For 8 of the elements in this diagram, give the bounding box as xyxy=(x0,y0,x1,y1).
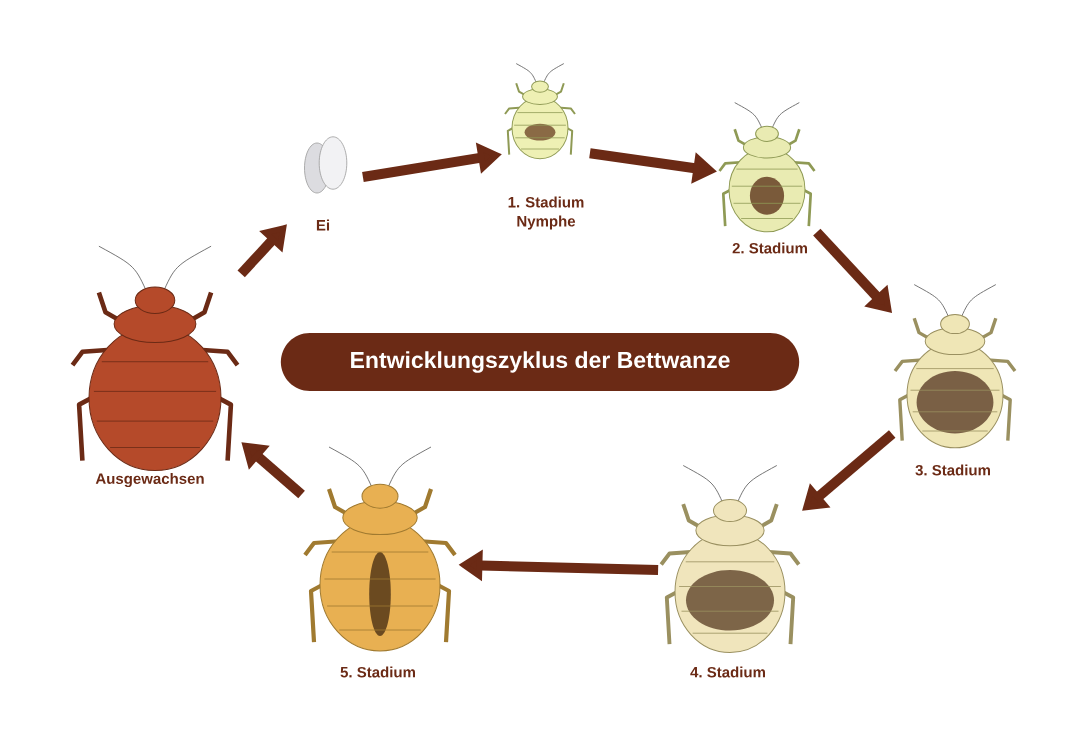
stage-label: 1. Stadium Nymphe xyxy=(508,196,584,230)
stage-label: Ei xyxy=(316,219,330,231)
stage-label: Ausgewachsen xyxy=(95,473,204,488)
stage-label: 5. Stadium xyxy=(340,666,415,678)
stage-label: 2. Stadium xyxy=(732,242,807,254)
title-banner: Entwicklungszyklus der Bettwanze xyxy=(280,333,800,391)
stage-label: 4. Stadium xyxy=(690,666,765,678)
stage-label: 3. Stadium xyxy=(915,464,990,476)
